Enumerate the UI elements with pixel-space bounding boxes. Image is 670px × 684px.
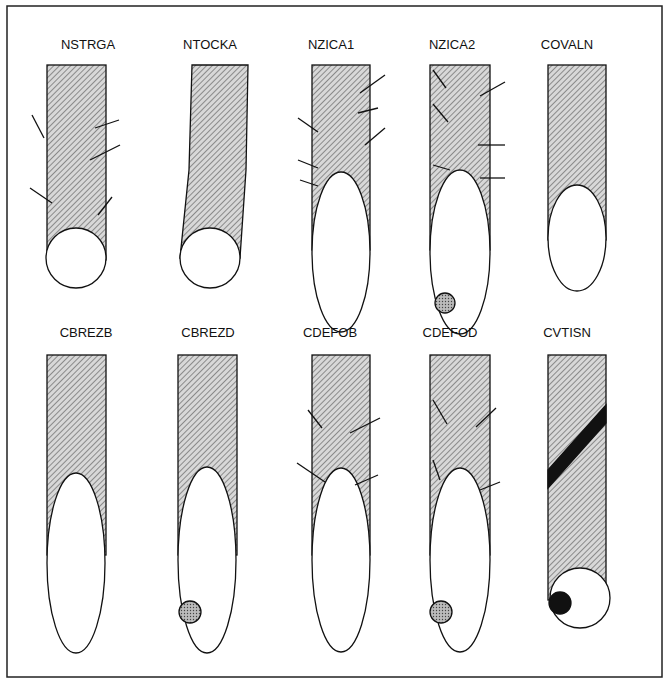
finger-label: NTOCKA — [183, 37, 237, 53]
finger-label: COVALN — [541, 37, 594, 53]
finger-label: CDEFOD — [423, 325, 478, 341]
finger-label: NZICA1 — [308, 37, 354, 53]
finger-label: CBREZB — [60, 325, 113, 341]
finger-label: CVTISN — [543, 325, 591, 341]
finger-label: NSTRGA — [61, 37, 115, 53]
finger-label: NZICA2 — [429, 37, 475, 53]
finger-label: CDEFOB — [303, 325, 357, 341]
finger-label: CBREZD — [181, 325, 234, 341]
